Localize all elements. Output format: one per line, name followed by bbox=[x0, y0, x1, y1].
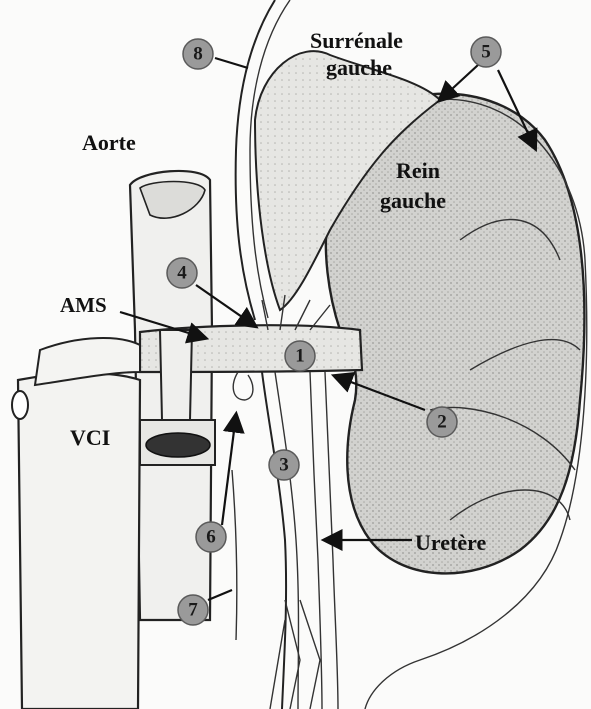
arrow-7 bbox=[208, 590, 232, 600]
marker-1: 1 bbox=[285, 341, 315, 371]
label-vci: VCI bbox=[70, 425, 110, 450]
marker-2-text: 2 bbox=[437, 412, 447, 433]
lower-vessel-branches bbox=[270, 600, 320, 709]
label-aorte: Aorte bbox=[82, 130, 136, 155]
marker-5-text: 5 bbox=[481, 42, 491, 63]
label-ams: AMS bbox=[60, 293, 107, 317]
vci-cut-end bbox=[12, 391, 28, 419]
marker-4: 4 bbox=[167, 258, 197, 288]
arrow-8 bbox=[215, 58, 248, 68]
label-rein-gauche: gauche bbox=[380, 188, 446, 213]
label-surrenale-gauche: gauche bbox=[326, 55, 392, 80]
marker-8-text: 8 bbox=[193, 44, 203, 65]
marker-8: 8 bbox=[183, 39, 213, 69]
marker-1-text: 1 bbox=[295, 346, 305, 367]
label-surrenale: Surrénale bbox=[310, 28, 403, 53]
label-uretere: Uretère bbox=[415, 530, 486, 555]
superior-mesenteric-artery bbox=[160, 330, 192, 420]
marker-7-text: 7 bbox=[188, 600, 198, 621]
marker-3: 3 bbox=[269, 450, 299, 480]
vessel-6 bbox=[233, 372, 253, 400]
aorta-lower-cut bbox=[146, 433, 210, 457]
vessel-7 bbox=[232, 470, 237, 640]
marker-6: 6 bbox=[196, 522, 226, 552]
inferior-vena-cava bbox=[18, 373, 140, 709]
label-rein: Rein bbox=[396, 158, 440, 183]
marker-2: 2 bbox=[427, 407, 457, 437]
marker-6-text: 6 bbox=[206, 527, 216, 548]
marker-4-text: 4 bbox=[177, 263, 187, 284]
marker-3-text: 3 bbox=[279, 455, 289, 476]
marker-5: 5 bbox=[471, 37, 501, 67]
marker-7: 7 bbox=[178, 595, 208, 625]
